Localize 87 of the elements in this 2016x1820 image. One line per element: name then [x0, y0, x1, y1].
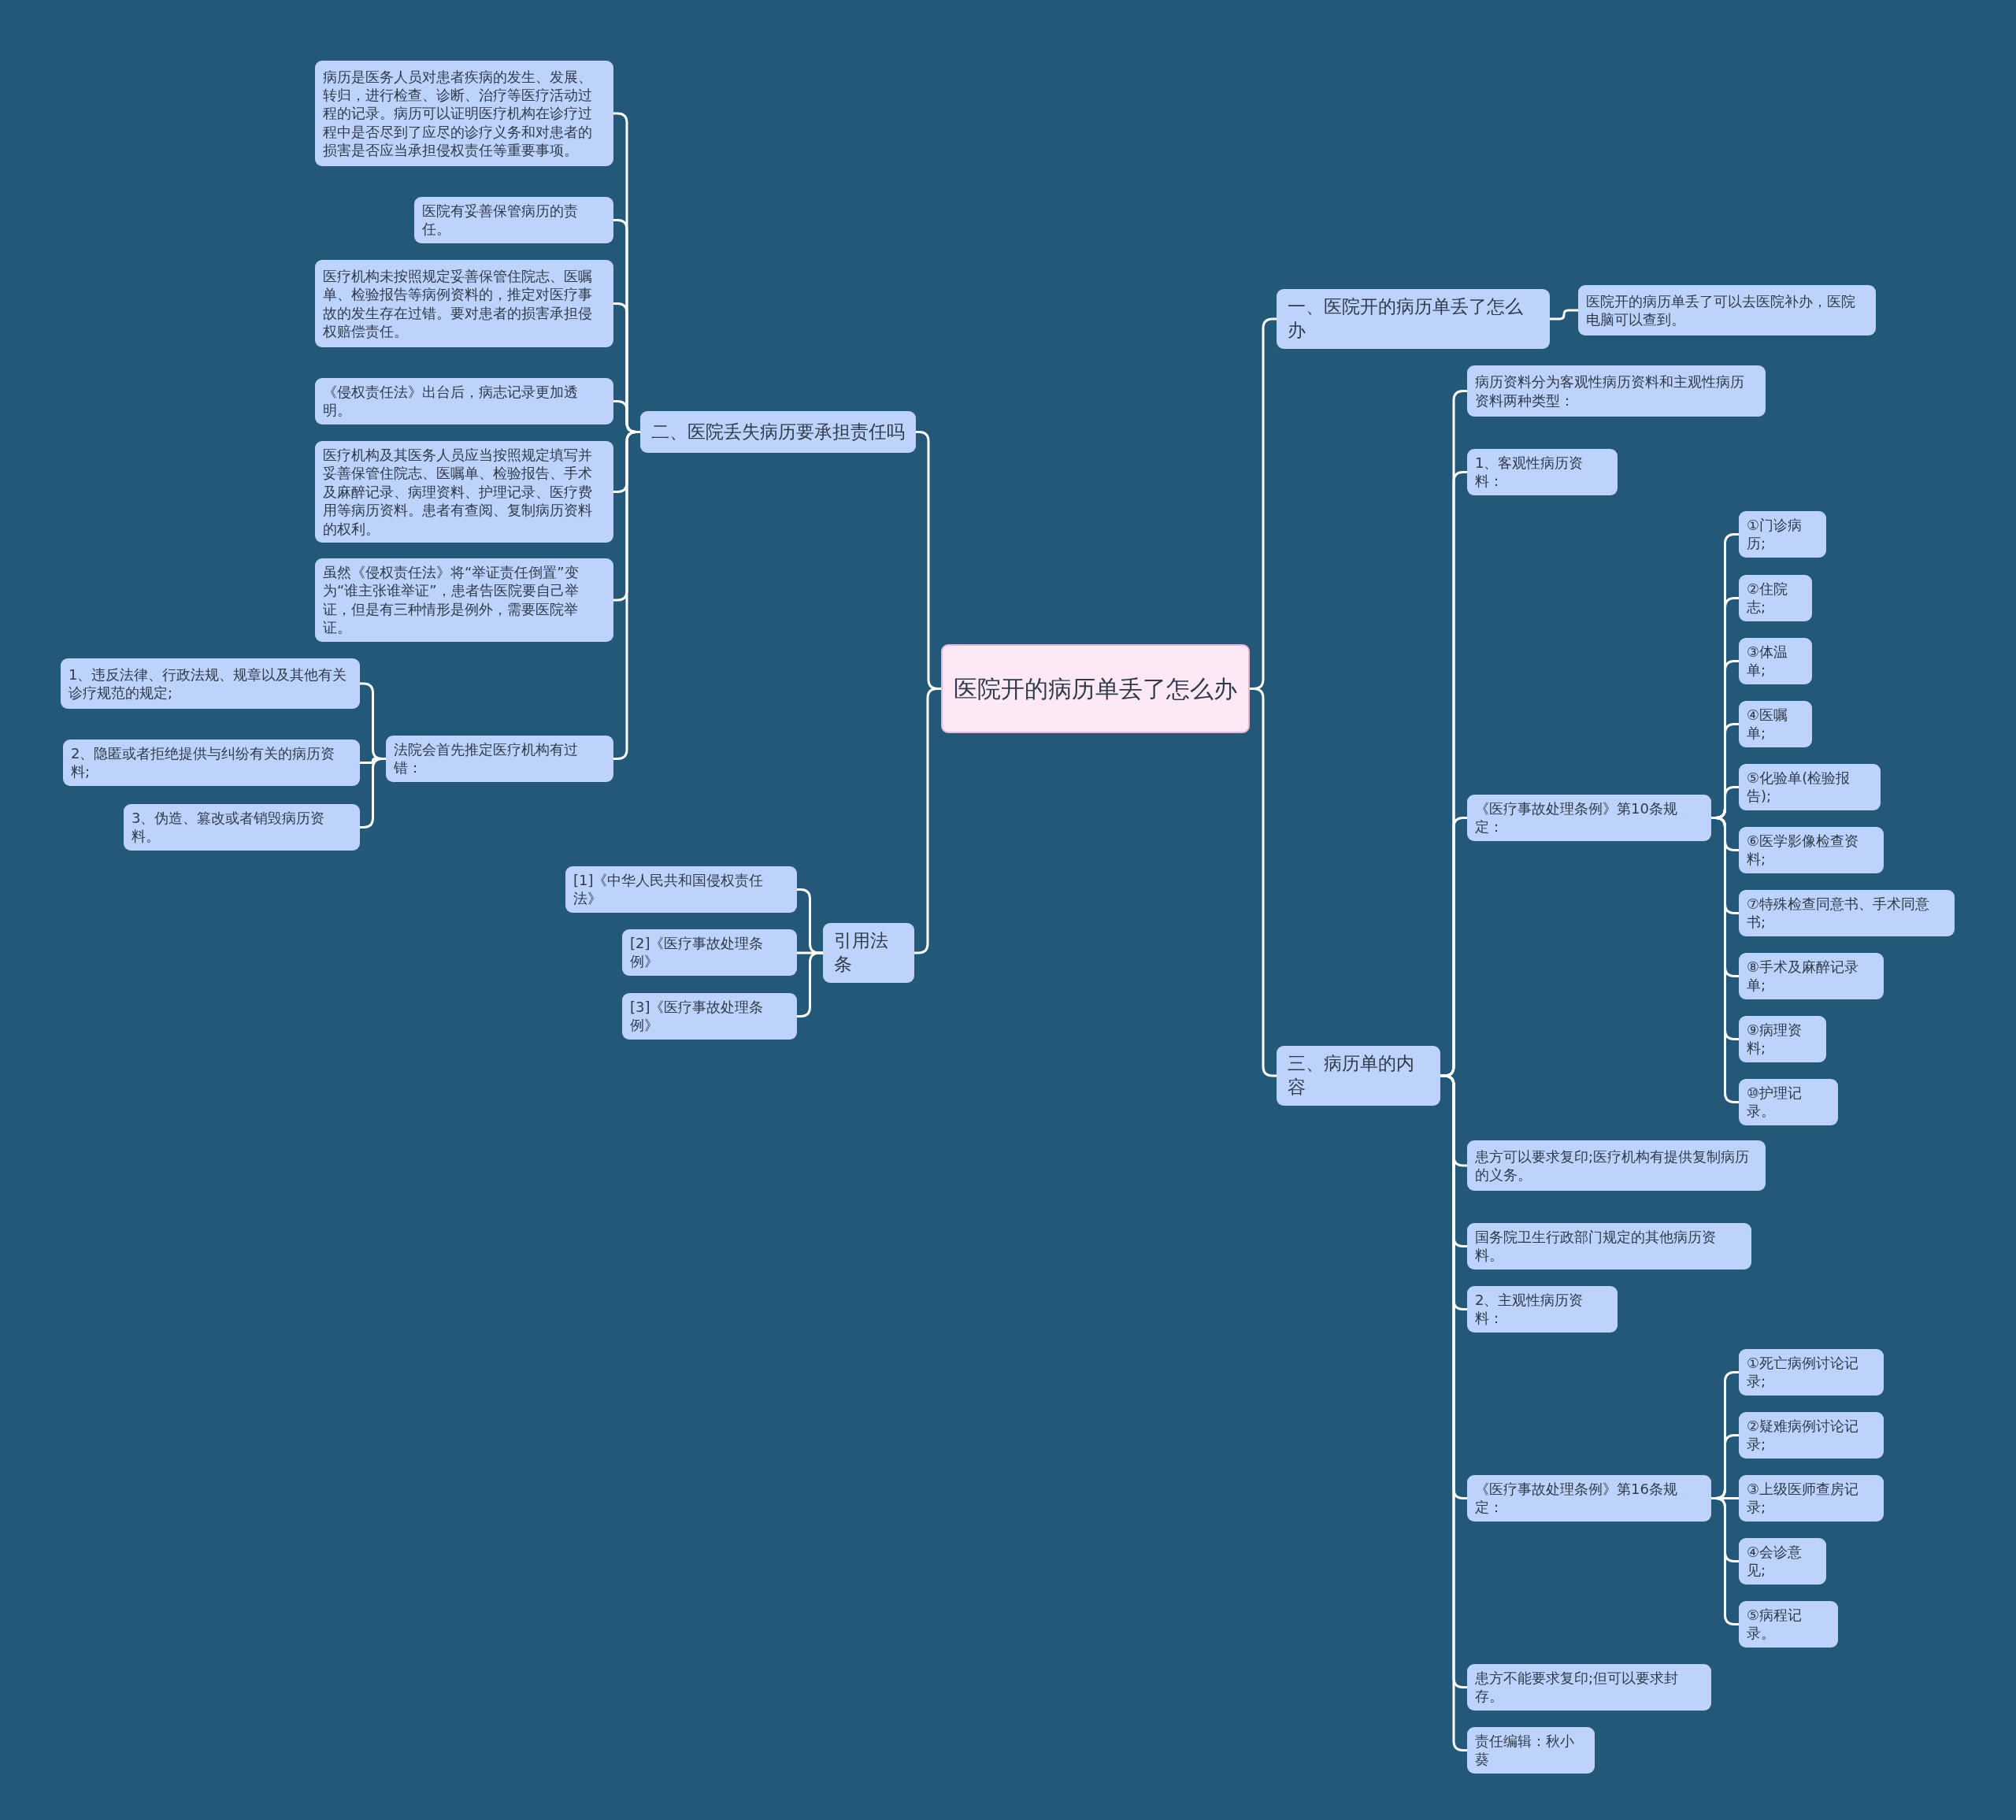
topic-text: 法院会首先推定医疗机构有过错： [394, 740, 579, 777]
topic-box [1739, 1016, 1826, 1062]
topic-text: ③体温单; [1747, 643, 1789, 680]
topic-text: ②住院志; [1747, 580, 1789, 617]
topic-text: 三、病历单的内容 [1288, 1052, 1415, 1099]
topic-box [1739, 575, 1812, 621]
topic-box [1467, 1475, 1711, 1522]
topic-text: 二、医院丢失病历要承担责任吗 [651, 420, 905, 443]
topic-box [315, 558, 613, 642]
topic-text: ①门诊病历; [1747, 516, 1803, 553]
topic-box [565, 866, 797, 913]
topic-box [1578, 285, 1876, 335]
topic-text: 《医疗事故处理条例》第10条规定： [1475, 799, 1678, 836]
topic-box [1739, 764, 1881, 810]
connector-line [1550, 309, 1578, 321]
topic-box [1739, 1349, 1884, 1396]
topic-box [1739, 827, 1884, 873]
topic-text: ①死亡病例讨论记录; [1747, 1354, 1860, 1391]
topic-box [1467, 795, 1711, 841]
topic-box [1467, 1140, 1766, 1191]
topic-box [1467, 1664, 1711, 1711]
topic-box [1739, 1601, 1838, 1648]
topic-text: 2、主观性病历资料： [1475, 1291, 1584, 1328]
topic-box [1739, 1475, 1884, 1522]
topic-box [1277, 1046, 1440, 1106]
topic-text: ⑦特殊检查同意书、手术同意书; [1747, 895, 1931, 932]
topic-text: 虽然《侵权责任法》将“举证责任倒置”变为“谁主张谁举证”，患者告医院要自己举证，但是有三种情形是例外，需要医院举证。 [323, 563, 580, 637]
topic-box [63, 739, 360, 786]
topic-text: [1]《中华人民共和国侵权责任法》 [573, 871, 765, 908]
topic-text: 引用法条 [834, 929, 889, 976]
topic-text: ③上级医师查房记录; [1747, 1480, 1860, 1517]
topic-box [1467, 449, 1618, 495]
topic-box [315, 260, 613, 347]
topic-text: 病历是医务人员对患者疾病的发生、发展、转归，进行检查、诊断、治疗等医疗活动过程的记录。病历可以证明医疗机构在诊疗过程中是否尽到了应尽的诊疗义务和对患者的损害是否应当承担侵权责任等重要事项。 [323, 67, 593, 160]
topic-text: ⑩护理记录。 [1747, 1084, 1803, 1121]
topic-box [414, 197, 613, 243]
topic-text: ⑨病理资料; [1747, 1021, 1803, 1058]
topic-text: 国务院卫生行政部门规定的其他病历资料。 [1475, 1228, 1717, 1265]
topic-text: ⑤病程记录。 [1747, 1606, 1803, 1643]
topic-box [1467, 365, 1766, 417]
topic-text: ②疑难病例讨论记录; [1747, 1417, 1860, 1454]
topic-text: 1、违反法律、行政法规、规章以及其他有关诊疗规范的规定; [69, 665, 348, 702]
topic-box [1739, 511, 1826, 558]
topic-text: 患方不能要求复印;但可以要求封存。 [1475, 1669, 1680, 1706]
topic-box [1739, 953, 1884, 999]
topic-text: ⑤化验单(检验报告); [1747, 769, 1851, 806]
topic-box [1739, 1412, 1884, 1459]
topic-box [386, 736, 613, 782]
topic-box [1739, 890, 1955, 936]
topic-text: 《侵权责任法》出台后，病志记录更加透明。 [323, 383, 579, 420]
topic-text: [2]《医疗事故处理条例》 [630, 934, 765, 971]
topic-text: 医疗机构及其医务人员应当按照规定填写并妥善保管住院志、医嘱单、检验报告、手术及麻醉记录、病理资料、护理记录、医疗费用等病历资料。患者有查阅、复制病历资料的权利。 [323, 446, 593, 538]
topic-text: 医疗机构未按照规定妥善保管住院志、医嘱单、检验报告等病例资料的，推定对医疗事故的发生存在过错。要对患者的损害承担侵权赔偿责任。 [323, 266, 593, 341]
topic-text: 1、客观性病历资料： [1475, 454, 1584, 491]
central-topic-box [941, 644, 1250, 733]
topic-box [315, 61, 613, 166]
topic-box [823, 923, 914, 983]
topic-box [640, 411, 916, 453]
topic-text: [3]《医疗事故处理条例》 [630, 998, 765, 1035]
topic-box [1739, 1538, 1826, 1585]
topic-text: 3、伪造、篡改或者销毁病历资料。 [132, 809, 326, 846]
topic-text: 《医疗事故处理条例》第16条规定： [1475, 1480, 1678, 1517]
topic-text: 责任编辑：秋小葵 [1475, 1732, 1575, 1769]
topic-box [1277, 289, 1550, 349]
topic-box [1739, 701, 1812, 747]
topic-box [1739, 1079, 1838, 1125]
topic-box [622, 993, 797, 1040]
topic-box [1467, 1727, 1595, 1774]
topic-text: 医院开的病历单丢了可以去医院补办，医院电脑可以查到。 [1586, 291, 1856, 329]
topic-box [622, 929, 797, 976]
central-topic-text: 医院开的病历单丢了怎么办 [954, 674, 1237, 704]
topic-box [315, 378, 613, 424]
topic-text: 病历资料分为客观性病历资料和主观性病历资料两种类型： [1475, 373, 1745, 410]
topic-text: 2、隐匿或者拒绝提供与纠纷有关的病历资料; [71, 744, 336, 781]
topic-box [1739, 638, 1812, 684]
topic-text: ④会诊意见; [1747, 1543, 1803, 1580]
topic-box [1467, 1286, 1618, 1333]
topic-box [1467, 1223, 1751, 1270]
topic-text: 医院有妥善保管病历的责任。 [422, 202, 579, 239]
topic-text: ⑧手术及麻醉记录单; [1747, 958, 1860, 995]
topic-text: ④医嘱单; [1747, 706, 1789, 743]
topic-text: ⑥医学影像检查资料; [1747, 832, 1860, 869]
topic-box [315, 441, 613, 543]
topic-box [124, 804, 360, 851]
topic-text: 一、医院开的病历单丢了怎么办 [1288, 295, 1524, 342]
topic-text: 患方可以要求复印;医疗机构有提供复制病历的义务。 [1475, 1147, 1751, 1184]
topic-box [61, 658, 360, 709]
